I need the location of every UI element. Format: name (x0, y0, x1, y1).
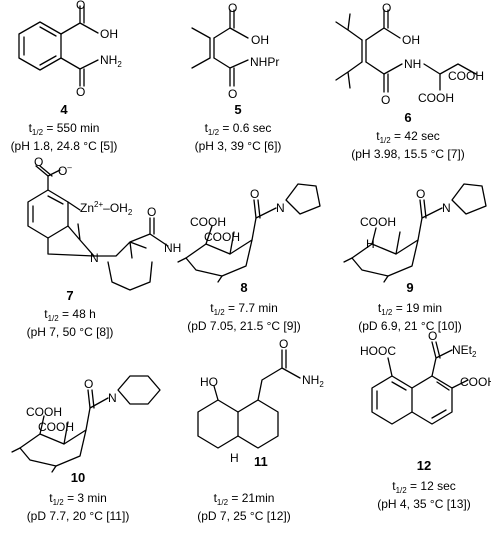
compound-8-half-life: t1/2 = 7.7 min (210, 301, 278, 317)
c11-amide: NH2 (302, 373, 324, 389)
c9-carbonyl-oxygen: O (416, 187, 425, 201)
c12-carboxyl-1: HOOC (360, 344, 396, 358)
compound-11-conditions: (pD 7, 25 °C [12]) (197, 509, 291, 523)
c7-amine-n: N (90, 251, 99, 265)
compound-10-conditions: (pD 7.7, 20 °C [11]) (27, 509, 130, 523)
compound-12-number: 12 (417, 458, 431, 473)
compound-5-structure: O OH O NHPr (191, 1, 279, 101)
c7-lactam-nh: NH (164, 241, 181, 255)
compound-9-structure: O N COOH H (343, 183, 487, 283)
c8-pyrrolidine-n: N (276, 201, 285, 215)
compound-12-conditions: (pH 4, 35 °C [13]) (377, 497, 471, 511)
c9-pyrrolidine-n: N (442, 201, 451, 215)
c4-oxygen-1: O (76, 0, 85, 12)
c11-carbonyl-oxygen: O (279, 337, 288, 351)
compound-4-half-life: t1/2 = 550 min (29, 121, 100, 137)
c5-oxygen-1: O (228, 1, 237, 15)
compound-7-half-life: t1/2 = 48 h (44, 307, 96, 323)
c11-hydroxyl: HO (200, 375, 218, 389)
c10-carboxyl-2: COOH (38, 420, 74, 434)
c4-hydroxyl: OH (100, 27, 118, 41)
c7-zinc: Zn2+–OH2 (80, 200, 133, 217)
compound-4-number: 4 (60, 102, 68, 117)
c8-carboxyl-2: COOH (204, 230, 240, 244)
c9-carboxyl: COOH (360, 215, 396, 229)
c8-carbonyl-oxygen: O (250, 187, 259, 201)
compound-10-structure: O N COOH COOH (11, 375, 161, 473)
c6-oxygen-2: O (381, 93, 390, 107)
c11-hydrogen: H (230, 451, 239, 465)
c6-hydroxyl: OH (402, 33, 420, 47)
c10-carbonyl-oxygen: O (84, 377, 93, 391)
compound-8-structure: O N COOH COOH (177, 183, 321, 283)
compound-9-number: 9 (406, 280, 413, 295)
compound-6-conditions: (pH 3.98, 15.5 °C [7]) (351, 147, 465, 161)
compound-6-structure: O OH O NH COOH COOH (335, 1, 484, 107)
compound-5-half-life: t1/2 = 0.6 sec (205, 121, 272, 137)
c6-carboxyl-2: COOH (418, 91, 454, 105)
compound-6-half-life: t1/2 = 42 sec (376, 129, 440, 145)
compound-12-half-life: t1/2 = 12 sec (392, 479, 456, 495)
c6-amide-nh: NH (404, 57, 421, 71)
compound-11-half-life: t1/2 = 21min (214, 491, 275, 507)
c5-propylamide: NHPr (250, 55, 279, 69)
c4-amide: NH2 (100, 53, 122, 69)
c12-diethylamide: NEt2 (452, 343, 477, 359)
c10-carboxyl-1: COOH (26, 405, 62, 419)
compound-11-number: 11 (254, 454, 268, 469)
compound-10-number: 10 (71, 470, 85, 485)
compound-4-structure: O OH O NH2 (18, 0, 122, 99)
compound-11-structure: HO O NH2 H (197, 337, 324, 465)
compound-9-half-life: t1/2 = 19 min (378, 301, 442, 317)
c12-carbonyl-oxygen: O (428, 329, 437, 343)
compound-7-conditions: (pH 7, 50 °C [8]) (27, 325, 114, 339)
c5-oxygen-2: O (228, 87, 237, 101)
compound-12-structure: HOOC O NEt2 COOH (360, 329, 491, 425)
compound-5-number: 5 (234, 102, 241, 117)
compound-8-number: 8 (240, 280, 247, 295)
c6-carboxyl-1: COOH (448, 69, 484, 83)
c7-carbonyl-oxygen: O (34, 155, 43, 169)
compound-7-structure: O O– Zn2+–OH2 N O NH (27, 155, 181, 291)
c5-hydroxyl: OH (251, 33, 269, 47)
c10-piperidine-n: N (108, 391, 117, 405)
c8-carboxyl-1: COOH (190, 215, 226, 229)
c6-oxygen-1: O (382, 1, 391, 15)
compound-8-conditions: (pD 7.05, 21.5 °C [9]) (187, 319, 301, 333)
compound-4-conditions: (pH 1.8, 24.8 °C [5]) (11, 139, 118, 153)
c9-hydrogen: H (366, 237, 375, 251)
c7-carboxylate-oxygen: O– (58, 163, 72, 178)
c12-carboxyl-2: COOH (460, 375, 491, 389)
compound-9-conditions: (pD 6.9, 21 °C [10]) (358, 319, 462, 333)
c4-oxygen-2: O (76, 85, 85, 99)
compound-7-number: 7 (66, 288, 73, 303)
compound-10-half-life: t1/2 = 3 min (49, 491, 107, 507)
compound-6-number: 6 (404, 110, 411, 125)
compound-5-conditions: (pH 3, 39 °C [6]) (195, 139, 282, 153)
c7-lactam-oxygen: O (147, 205, 156, 219)
